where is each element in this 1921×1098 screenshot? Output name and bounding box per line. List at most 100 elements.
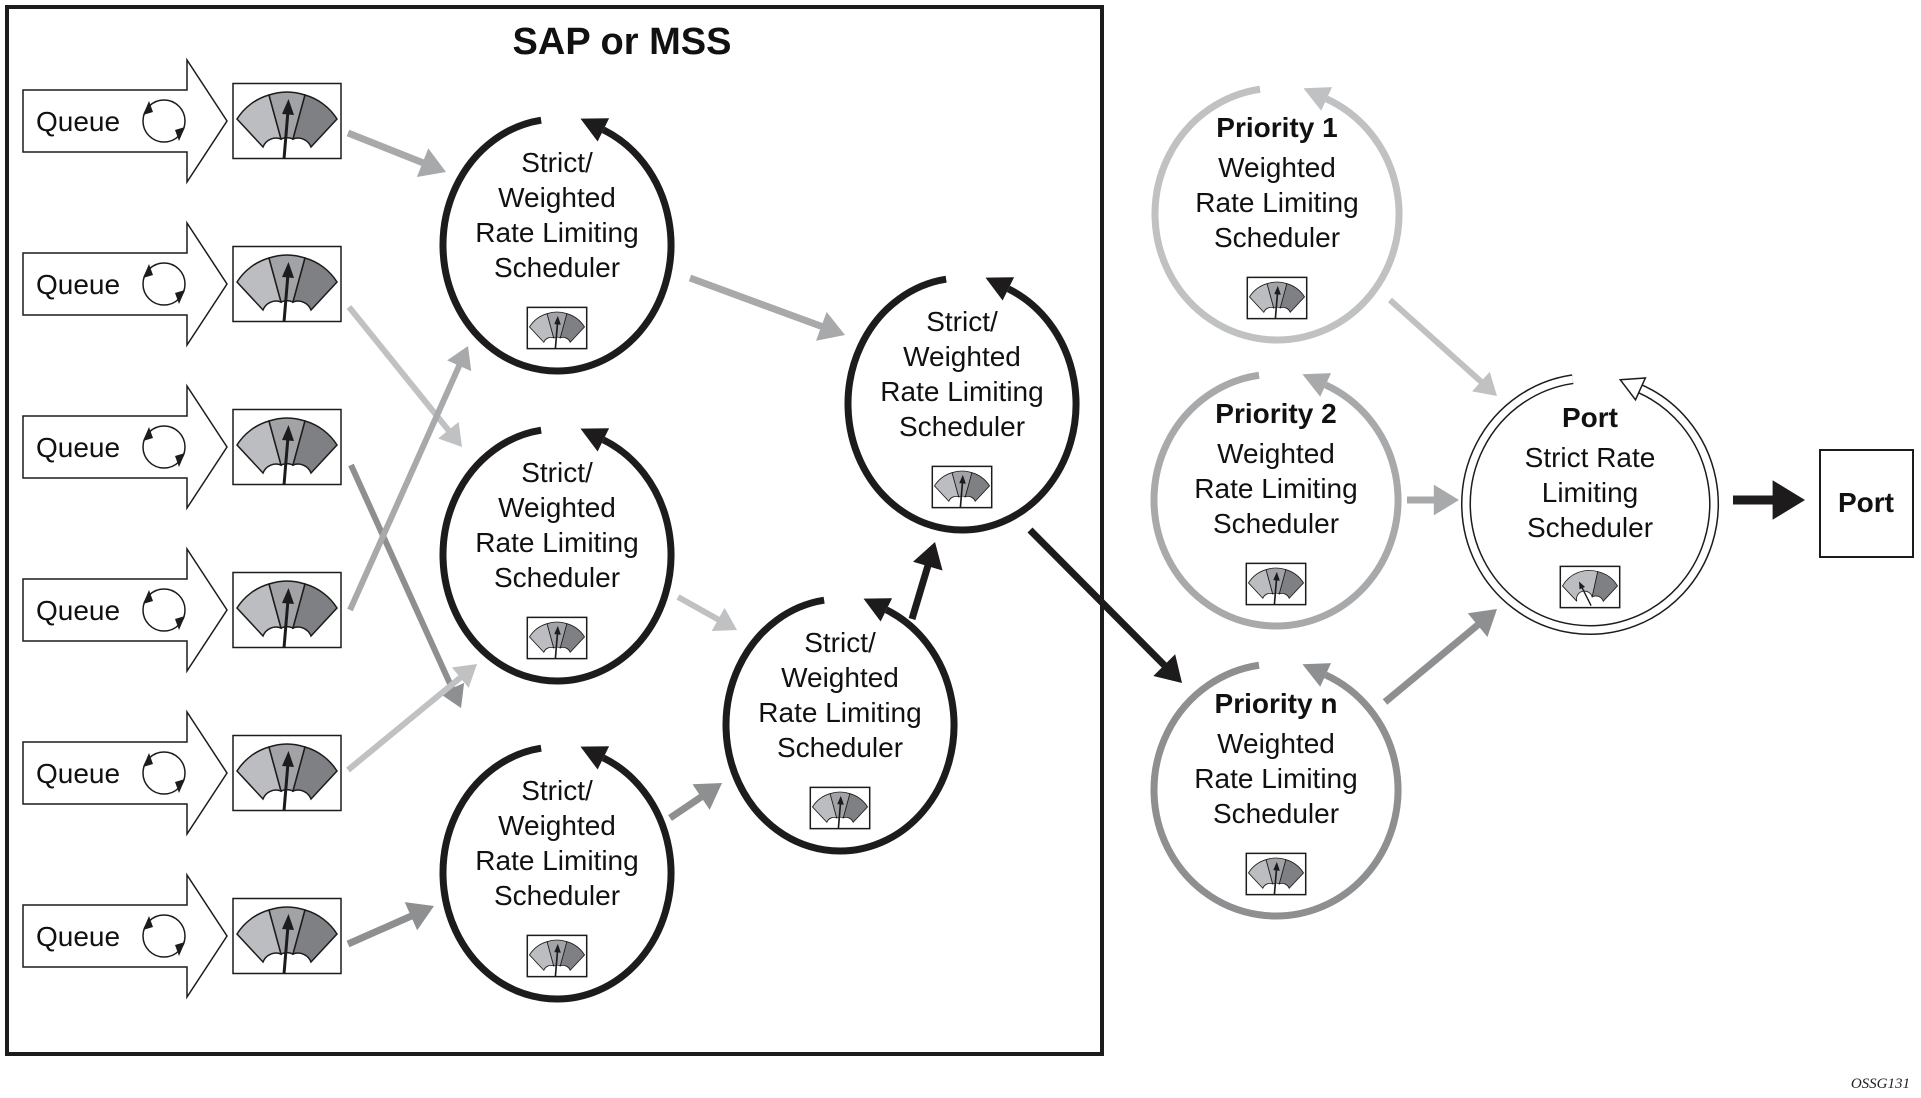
A-to-E xyxy=(688,274,845,341)
scheduler-label-line: Scheduler xyxy=(494,562,620,593)
scheduler-label-line: Scheduler xyxy=(494,880,620,911)
B-to-D xyxy=(676,594,737,631)
priority-ring xyxy=(1150,661,1402,920)
scheduler-label-line: Rate Limiting xyxy=(880,376,1043,407)
P2-to-port-scheduler xyxy=(1407,484,1459,516)
scheduler-label-line: Strict/ xyxy=(926,306,998,337)
Pn-to-port-scheduler xyxy=(1382,609,1497,705)
sap-mss-title: SAP or MSS xyxy=(513,21,732,63)
priority-ring xyxy=(1151,85,1403,344)
scheduler-label-line: Strict/ xyxy=(521,147,593,178)
scheduler-ring xyxy=(439,116,675,375)
port-ring xyxy=(1461,374,1719,635)
queue-meter-icon xyxy=(232,571,342,649)
queue-label: Queue xyxy=(36,921,120,952)
connectors xyxy=(346,129,1805,948)
scheduler-label-line: Rate Limiting xyxy=(475,217,638,248)
priority-heading: Priority 2 xyxy=(1215,398,1336,429)
queue-3: Queue xyxy=(22,383,342,511)
queue2-to-B xyxy=(346,305,462,447)
port-scheduler-label-line: Strict Rate xyxy=(1525,442,1656,473)
queue-meter-icon xyxy=(232,408,342,486)
scheduler-label-line: Scheduler xyxy=(494,252,620,283)
scheduler-label-line: Rate Limiting xyxy=(475,845,638,876)
cycle-icon xyxy=(142,425,186,469)
priority-label-line: Rate Limiting xyxy=(1194,473,1357,504)
priority-heading: Priority n xyxy=(1215,688,1338,719)
priority-meter-icon xyxy=(1246,276,1308,320)
queue-label: Queue xyxy=(36,106,120,137)
port-scheduler-label-line: Limiting xyxy=(1542,477,1638,508)
port-scheduler-heading: Port xyxy=(1562,402,1618,433)
scheduler-label-line: Strict/ xyxy=(521,457,593,488)
scheduler-label-line: Strict/ xyxy=(521,775,593,806)
queue-arrow-shape xyxy=(22,709,228,837)
queue-1: Queue xyxy=(22,57,342,185)
cycle-icon xyxy=(142,99,186,143)
scheduler-meter-icon xyxy=(809,786,871,830)
cycle-icon xyxy=(142,588,186,632)
queue-meter-icon xyxy=(232,897,342,975)
queue-2: Queue xyxy=(22,220,342,348)
port-box: Port xyxy=(1819,449,1914,558)
P1-to-port-scheduler xyxy=(1387,297,1497,396)
priority-meter-icon xyxy=(1245,562,1307,606)
scheduler-label-line: Weighted xyxy=(903,341,1021,372)
queue-label: Queue xyxy=(36,758,120,789)
queue-meter-icon xyxy=(232,734,342,812)
queue-arrow-shape xyxy=(22,57,228,185)
cycle-icon xyxy=(142,914,186,958)
scheduler-ring xyxy=(722,596,958,855)
queue-6: Queue xyxy=(22,872,342,1000)
priority-label-line: Weighted xyxy=(1218,152,1336,183)
queue-arrow-shape xyxy=(22,872,228,1000)
scheduler-label-line: Scheduler xyxy=(777,732,903,763)
scheduler-ring xyxy=(439,744,675,1003)
scheduler-label-line: Weighted xyxy=(498,810,616,841)
scheduler-label-line: Strict/ xyxy=(804,627,876,658)
scheduler-ring xyxy=(844,275,1080,534)
priority-label-line: Scheduler xyxy=(1214,222,1340,253)
scheduler-ring xyxy=(439,426,675,685)
queue-label: Queue xyxy=(36,595,120,626)
scheduler-meter-icon xyxy=(526,934,588,978)
scheduler-label-line: Rate Limiting xyxy=(475,527,638,558)
E-to-Pn xyxy=(1027,527,1182,683)
priority-label-line: Scheduler xyxy=(1213,798,1339,829)
port-label: Port xyxy=(1838,487,1894,518)
scheduler-label-line: Rate Limiting xyxy=(758,697,921,728)
C-to-D xyxy=(668,783,722,821)
queue-arrow-shape xyxy=(22,220,228,348)
sap-mss-frame xyxy=(5,5,1104,1056)
queue3-to-C xyxy=(348,463,465,708)
priority-ring xyxy=(1150,371,1402,630)
priority-label-line: Rate Limiting xyxy=(1194,763,1357,794)
priority-meter-icon xyxy=(1245,852,1307,896)
queue1-to-A xyxy=(346,129,446,177)
queue-5: Queue xyxy=(22,709,342,837)
queue-label: Queue xyxy=(36,269,120,300)
D-to-E xyxy=(908,542,943,621)
scheduler-label-line: Weighted xyxy=(498,492,616,523)
queue6-to-C xyxy=(346,902,434,948)
priority-label-line: Rate Limiting xyxy=(1195,187,1358,218)
queue5-to-B xyxy=(346,664,477,773)
cycle-icon xyxy=(142,262,186,306)
queue-arrow-shape xyxy=(22,546,228,674)
scheduler-meter-icon xyxy=(526,306,588,350)
scheduler-label-line: Weighted xyxy=(781,662,899,693)
priority-label-line: Weighted xyxy=(1217,728,1335,759)
scheduler-meter-icon xyxy=(526,616,588,660)
port-meter-icon xyxy=(1559,565,1621,609)
scheduler-label-line: Weighted xyxy=(498,182,616,213)
priority-heading: Priority 1 xyxy=(1216,112,1337,143)
